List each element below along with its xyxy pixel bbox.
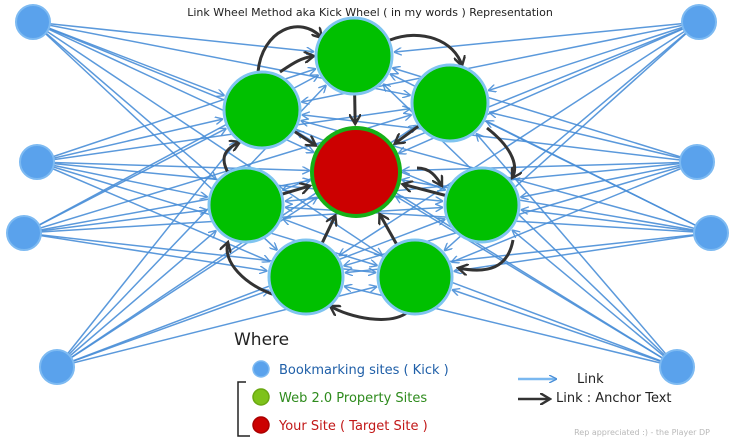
- legend-target-dot: [252, 416, 270, 434]
- link-line: [477, 134, 678, 368]
- link-line: [403, 161, 698, 171]
- legend-link-label: Link: [577, 372, 604, 387]
- legend-target-label: Your Site ( Target Site ): [279, 419, 428, 434]
- anchor-arrow-to-target: [293, 130, 316, 145]
- link-line: [487, 121, 712, 234]
- link-line: [522, 210, 712, 234]
- bookmark-node: [19, 144, 55, 180]
- web20-node: [443, 166, 521, 244]
- legend-bracket: [237, 381, 250, 437]
- bookmark-node: [6, 215, 42, 251]
- link-line: [23, 129, 226, 234]
- link-line: [452, 161, 698, 262]
- anchor-arrow-to-target: [281, 186, 310, 196]
- link-line: [395, 21, 700, 52]
- web20-node: [314, 16, 394, 96]
- legend-kick-label: Bookmarking sites ( Kick ): [279, 363, 449, 378]
- anchor-arrow-to-target: [355, 94, 356, 124]
- footer-credit: Rep appreciated :) - the Player DP: [574, 428, 710, 437]
- link-line: [490, 113, 698, 163]
- link-line: [56, 219, 445, 368]
- link-line: [23, 210, 206, 234]
- anchor-arrow-to-target: [320, 215, 335, 244]
- legend-marks: [237, 360, 556, 437]
- web20-node: [376, 238, 454, 316]
- link-line: [32, 21, 216, 179]
- legend-web20-dot: [252, 388, 270, 406]
- link-line: [453, 290, 678, 368]
- legend-anchor-label: Link : Anchor Text: [556, 391, 672, 406]
- bookmark-node: [39, 349, 75, 385]
- anchor-arrow: [458, 239, 515, 270]
- bookmark-node: [681, 4, 717, 40]
- link-line: [521, 161, 698, 197]
- anchor-arrow: [227, 242, 276, 297]
- link-line: [56, 142, 236, 368]
- link-line: [513, 21, 700, 179]
- link-line: [36, 119, 222, 163]
- anchor-arrow: [330, 304, 409, 321]
- anchor-arrow: [256, 25, 322, 73]
- link-line: [396, 196, 678, 368]
- anchor-arrow-to-target: [395, 124, 420, 144]
- link-line: [32, 21, 313, 52]
- bookmark-node: [659, 349, 695, 385]
- link-line: [56, 291, 268, 368]
- link-line: [283, 219, 678, 368]
- target-node: [310, 126, 402, 218]
- anchor-arrow-to-target: [402, 184, 446, 197]
- link-line: [513, 231, 678, 368]
- web20-node: [410, 63, 490, 143]
- web20-node: [207, 166, 285, 244]
- anchor-arrow-to-target: [380, 214, 398, 245]
- legend-kick-dot: [252, 360, 270, 378]
- link-line: [489, 21, 700, 90]
- bookmark-node: [15, 4, 51, 40]
- anchor-arrow: [416, 166, 444, 186]
- bookmark-node: [693, 215, 729, 251]
- anchor-arrow: [389, 33, 462, 66]
- legend-heading: Where: [234, 330, 290, 350]
- web20-node: [267, 238, 345, 316]
- web20-node: [222, 70, 302, 150]
- anchor-arrow: [279, 56, 314, 74]
- anchor-arrow: [486, 126, 515, 178]
- nodes: [6, 4, 729, 385]
- link-line: [36, 161, 309, 171]
- link-line: [56, 231, 216, 368]
- link-line: [23, 232, 266, 271]
- diagram-title: Link Wheel Method aka Kick Wheel ( in my…: [187, 6, 553, 19]
- bookmark-node: [679, 144, 715, 180]
- link-line: [36, 161, 207, 197]
- legend-web20-label: Web 2.0 Property Sites: [279, 391, 428, 406]
